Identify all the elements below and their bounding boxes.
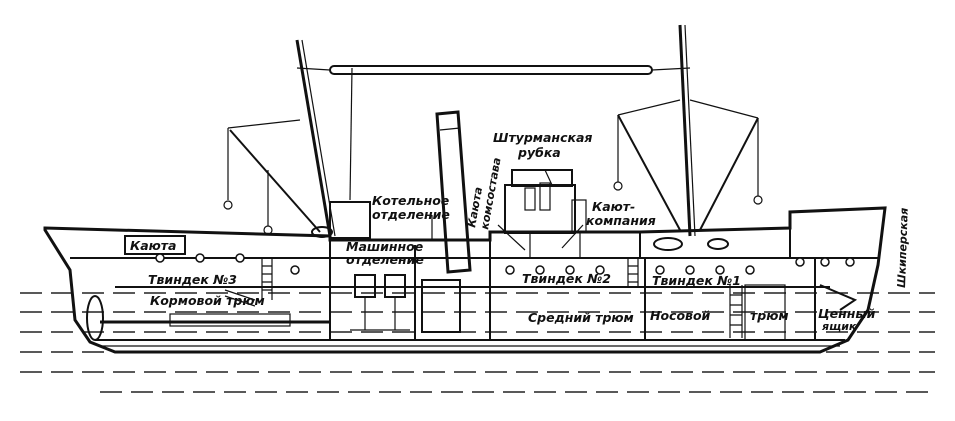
fore-hold [744, 284, 858, 341]
label-nosovoy-trum-b: трюм [750, 308, 789, 323]
stay-wire [296, 65, 691, 75]
label-shturmanskaya-1: Штурманская [493, 130, 592, 145]
aft-mast [223, 39, 353, 238]
stern-cabin [124, 235, 186, 255]
label-mashinnoe-2: отделение [346, 252, 424, 267]
midship-superstructure [489, 169, 641, 259]
ladders [224, 258, 743, 338]
label-tvindek-3: Твиндек №3 [148, 272, 237, 287]
labels: Каюта Твиндек №3 Кормовой трюм Котельное… [130, 130, 911, 333]
label-sredniy-trum: Средний трюм [528, 310, 634, 325]
label-kormovoy-trum: Кормовой трюм [150, 293, 265, 308]
label-nosovoy-trum-a: Носовой [650, 308, 711, 323]
label-tsenny-yashchik-2: ящик [821, 320, 857, 333]
hull [43, 206, 887, 354]
label-kotelnoe-2: отделение [372, 207, 450, 222]
label-shturmanskaya-2: рубка [517, 145, 561, 160]
label-kayut-kompaniya-2: компания [586, 213, 656, 228]
label-kotelnoe-1: Котельное [372, 193, 449, 208]
label-tvindek-1: Твиндек №1 [652, 273, 741, 288]
propeller-shaft [86, 295, 330, 341]
label-kayuta-stern: Каюта [130, 238, 176, 253]
label-shkiperskaya: Шкиперская [895, 208, 911, 289]
leader-lines [431, 169, 584, 251]
label-tsenny-yashchik-1: Ценный [818, 306, 876, 321]
engine-room [329, 201, 461, 333]
funnel [435, 110, 472, 274]
label-mashinnoe-1: Машинное [346, 239, 423, 254]
fore-mast [613, 24, 763, 251]
label-kayut-kompaniya-1: Кают- [592, 199, 635, 214]
label-tvindek-2: Твиндек №2 [522, 271, 611, 286]
portholes [155, 253, 855, 275]
